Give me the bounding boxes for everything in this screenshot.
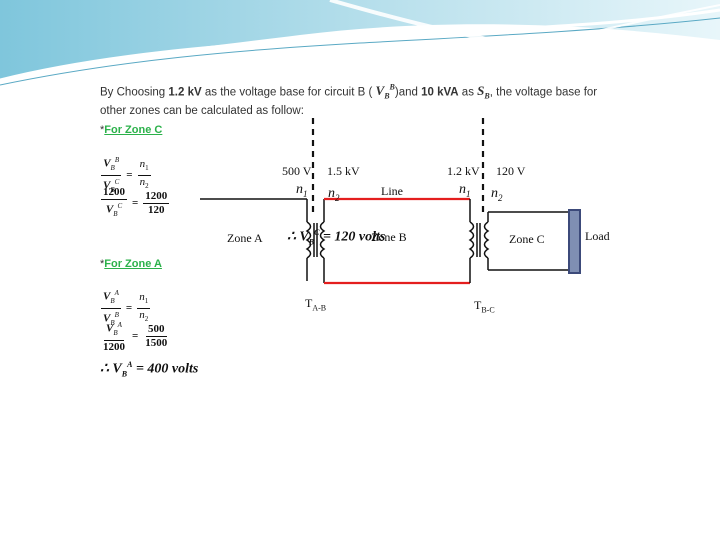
intro-text: as the voltage base for circuit B ( <box>201 86 376 99</box>
vb-symbol: VBB <box>375 83 395 101</box>
header-banner <box>0 0 720 86</box>
base-power: 10 kVA <box>421 86 459 99</box>
zone-b-diagram-label: Zone B <box>371 230 407 244</box>
t-bc-n1-label: n1 <box>459 182 471 199</box>
intro-text: )and <box>394 86 422 99</box>
t-ab-n1-label: n1 <box>296 182 308 199</box>
intro-text: , the voltage base for <box>489 86 598 99</box>
intro-text: as <box>458 86 478 99</box>
zone-c-diagram-label: Zone C <box>509 232 545 246</box>
line-label: Line <box>381 184 403 198</box>
load-label: Load <box>585 229 610 243</box>
zone-a-label: For Zone A <box>104 258 162 270</box>
sb-symbol: SB <box>477 83 490 101</box>
t-ab-n2-label: n2 <box>328 186 340 203</box>
zone-a-diagram-label: Zone A <box>227 231 263 245</box>
zone-c-result: ∴ VBC = 120 volts <box>287 228 386 247</box>
t-bc-primary-coil <box>468 221 475 259</box>
t-ab-label: TA-B <box>305 296 327 313</box>
t-bc-secondary-voltage: 120 V <box>496 164 526 178</box>
t-ab-secondary-voltage: 1.5 kV <box>327 164 360 178</box>
t-bc-primary-voltage: 1.2 kV <box>447 164 480 178</box>
t-bc-label: TB-C <box>474 298 495 315</box>
t-ab-primary-voltage: 500 V <box>282 164 312 178</box>
base-voltage: 1.2 kV <box>168 86 202 99</box>
zone-c-label: For Zone C <box>104 124 163 136</box>
zone-c-heading: *For Zone C <box>100 124 163 136</box>
intro-text-line2: other zones can be calculated as follow: <box>100 104 304 117</box>
intro-text: By Choosing <box>100 86 169 99</box>
intro-paragraph: By Choosing 1.2 kV as the voltage base f… <box>100 80 600 119</box>
t-ab-secondary-coil <box>319 221 326 259</box>
t-bc-secondary-coil <box>483 221 490 259</box>
zone-a-heading: *For Zone A <box>100 258 162 270</box>
zone-a-result: ∴ VBA = 400 volts <box>100 360 199 379</box>
t-bc-n2-label: n2 <box>491 186 503 203</box>
t-ab-primary-coil <box>305 221 312 259</box>
load-box <box>568 209 581 274</box>
